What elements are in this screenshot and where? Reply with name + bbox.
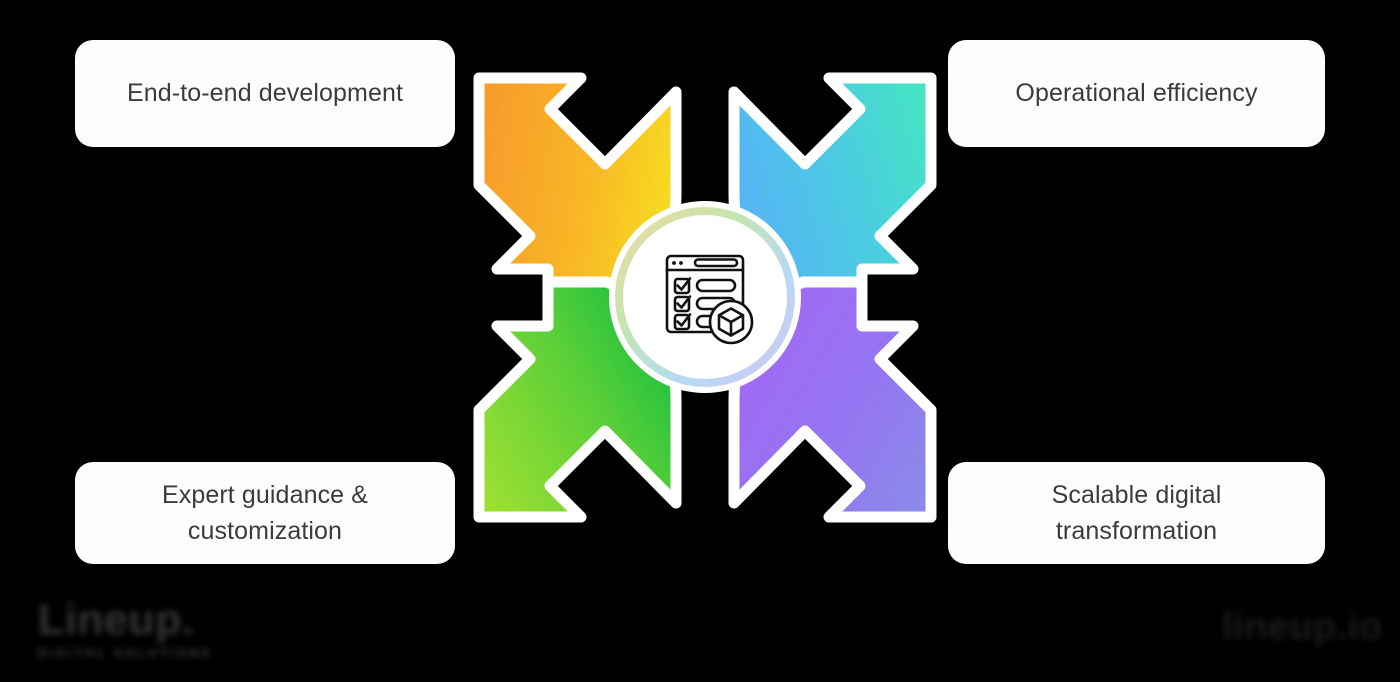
card-label: End-to-end development [127,79,403,108]
watermark-right: lineup.io [1222,606,1383,648]
card-label-line: Scalable digital [1051,480,1222,509]
card-label: Operational efficiency [1015,79,1258,108]
arrow-pinwheel-diagram [455,45,955,550]
card-label-line: Expert guidance & [162,480,368,509]
card-label: Scalable digital transformation [1052,477,1222,550]
card-scalable-digital-transformation[interactable]: Scalable digital transformation [948,462,1325,564]
card-label-line: transformation [1055,517,1218,545]
watermark-left-name: Lineup. [38,596,195,644]
card-expert-guidance-customization[interactable]: Expert guidance & customization [75,462,455,564]
checklist-window-with-cube-icon [665,254,754,345]
card-label: Expert guidance & customization [162,477,368,550]
watermark-left-tagline: DIGITAL SOLUTIONS [38,646,213,661]
card-end-to-end-development[interactable]: End-to-end development [75,40,455,147]
watermark-left: Lineup. DIGITAL SOLUTIONS [38,596,213,661]
card-operational-efficiency[interactable]: Operational efficiency [948,40,1325,147]
card-label-line: customization [187,517,343,545]
watermark-right-name: lineup.io [1222,606,1383,648]
